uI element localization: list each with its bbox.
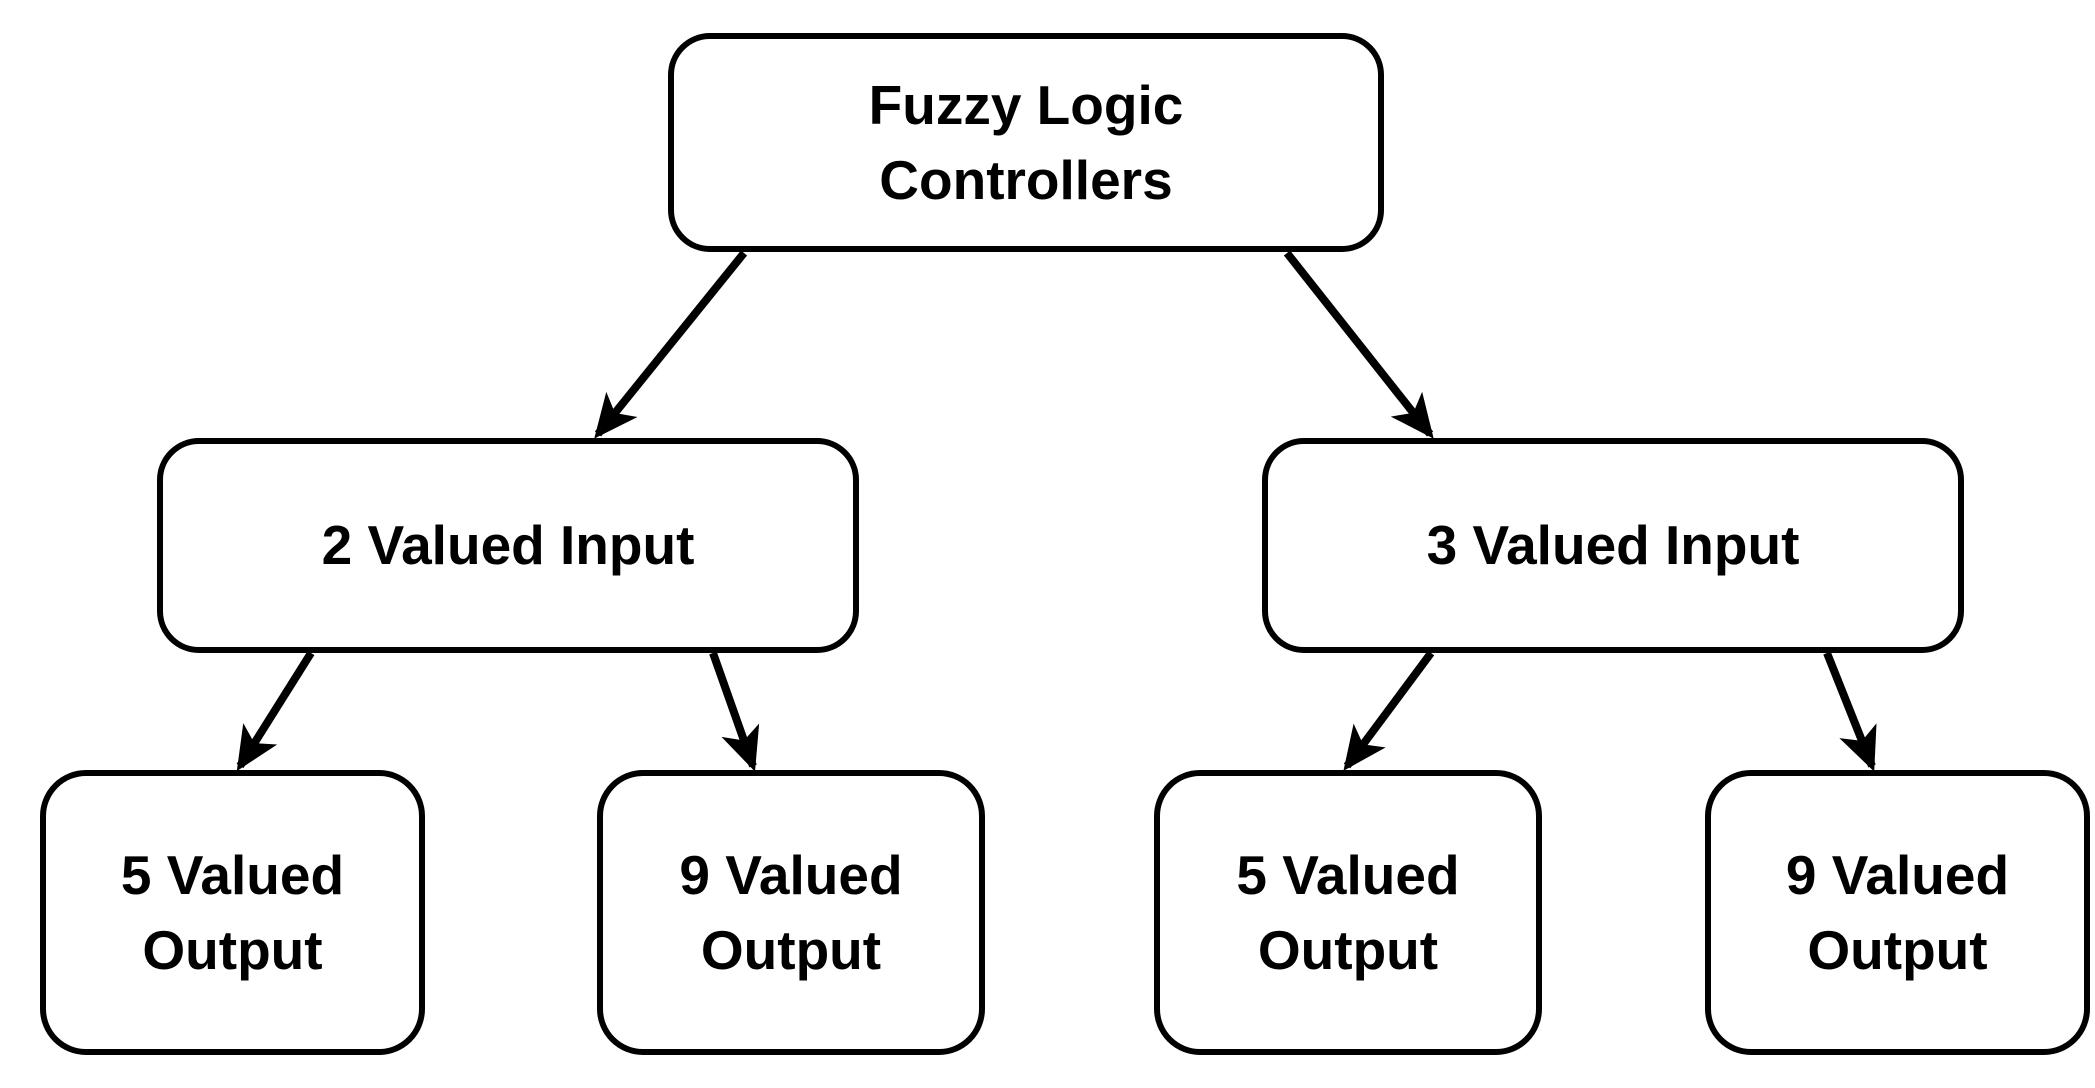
node-5-valued-output-right: 5 Valued Output (1154, 770, 1542, 1055)
arrow-2-valued-input-to-5-valued-output (236, 650, 315, 772)
arrow-3-valued-input-to-5-valued-output (1343, 650, 1435, 771)
arrow-root-to-3-valued-input (1283, 250, 1434, 439)
arrow-root-to-2-valued-input (594, 250, 748, 439)
node-5-valued-output-left: 5 Valued Output (40, 770, 425, 1055)
node-fuzzy-logic-controllers: Fuzzy Logic Controllers (668, 33, 1384, 252)
arrow-3-valued-input-to-9-valued-output (1823, 651, 1877, 772)
node-9-valued-output-right: 9 Valued Output (1705, 770, 2090, 1055)
node-3-valued-input: 3 Valued Input (1262, 438, 1964, 653)
node-2-valued-input: 2 Valued Input (157, 438, 859, 653)
node-9-valued-output-left: 9 Valued Output (597, 770, 985, 1055)
arrow-2-valued-input-to-9-valued-output (709, 651, 760, 772)
